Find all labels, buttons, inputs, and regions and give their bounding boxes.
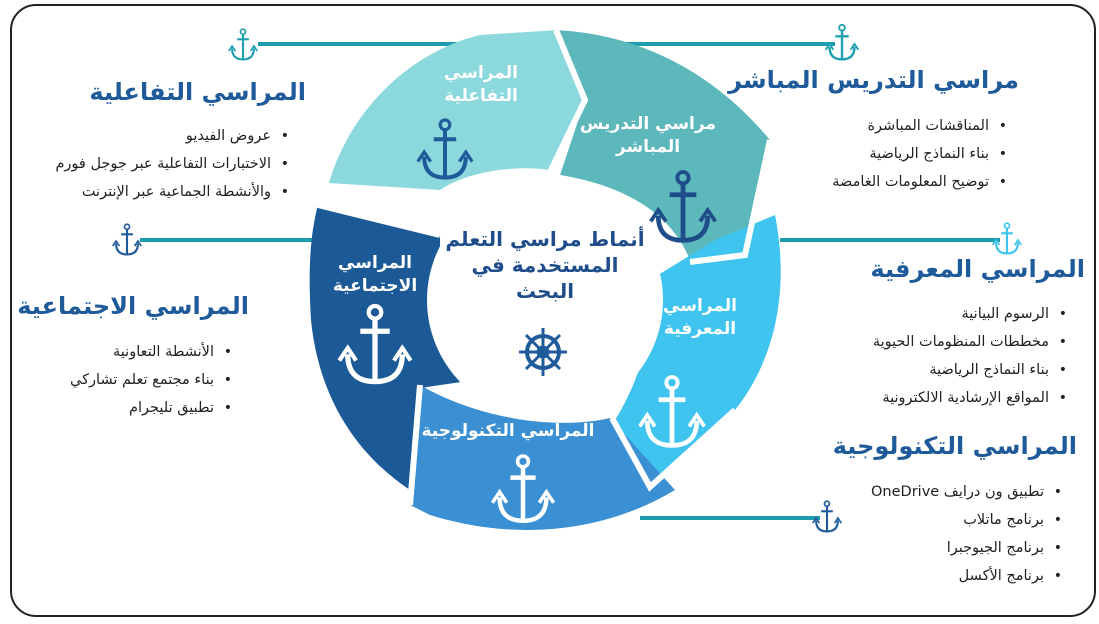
center-title-line3: البحث — [515, 279, 575, 303]
segment-label-line: المباشر — [615, 137, 681, 157]
heading-interactive: المراسي التفاعلية — [89, 78, 306, 106]
segment-interactive — [329, 30, 583, 190]
heading-cognitive: المراسي المعرفية — [870, 255, 1085, 283]
list-interactive: عروض الفيديو الاختبارات التفاعلية عبر جو… — [55, 122, 291, 206]
list-item: عروض الفيديو — [55, 122, 291, 150]
list-item: بناء النماذج الرياضية — [873, 356, 1069, 384]
heading-direct: مراسي التدريس المباشر — [728, 66, 1019, 94]
list-item: الأنشطة التعاونية — [70, 338, 234, 366]
segment-label-line: المراسي — [338, 253, 412, 273]
list-item: برنامج ماتلاب — [871, 506, 1064, 534]
list-item: توضيح المعلومات الغامضة — [832, 168, 1009, 196]
list-item: برنامج الجيوجبرا — [871, 534, 1064, 562]
center-title-line2: المستخدمة في — [471, 253, 619, 277]
center-circle — [427, 182, 663, 418]
segment-label-line: الاجتماعية — [332, 276, 418, 296]
segment-label-line: التفاعلية — [444, 86, 518, 106]
list-item: تطبيق ون درايف OneDrive — [871, 478, 1064, 506]
list-item: تطبيق تليجرام — [70, 394, 234, 422]
anchor-icon-top-left — [227, 28, 259, 61]
segment-label-line: المراسي — [663, 296, 737, 316]
list-item: بناء مجتمع تعلم تشاركي — [70, 366, 234, 394]
segment-label-interactive: المراسي التفاعلية — [416, 62, 546, 108]
list-direct: المناقشات المباشرة بناء النماذج الرياضية… — [832, 112, 1009, 196]
segment-label-social: المراسي الاجتماعية — [315, 252, 435, 298]
list-item: مخططات المنظومات الحيوية — [873, 328, 1069, 356]
list-cognitive: الرسوم البيانية مخططات المنظومات الحيوية… — [873, 300, 1069, 412]
list-social: الأنشطة التعاونية بناء مجتمع تعلم تشاركي… — [70, 338, 234, 422]
list-item: المواقع الإرشادية الالكترونية — [873, 384, 1069, 412]
segment-technological — [410, 385, 675, 530]
list-item: برنامج الأكسل — [871, 562, 1064, 590]
segment-direct — [556, 30, 770, 260]
segment-label-line: مراسي التدريس — [580, 114, 716, 134]
heading-social: المراسي الاجتماعية — [17, 292, 249, 320]
segment-label-line: المعرفية — [663, 319, 737, 339]
list-item: المناقشات المباشرة — [832, 112, 1009, 140]
list-item: الاختبارات التفاعلية عبر جوجل فورم — [55, 150, 291, 178]
list-item: والأنشطة الجماعية عبر الإنترنت — [55, 178, 291, 206]
segment-label-technological: المراسي التكنولوجية — [418, 420, 598, 443]
segment-label-line: المراسي التكنولوجية — [421, 421, 595, 441]
segment-label-cognitive: المراسي المعرفية — [640, 295, 760, 341]
heading-technological: المراسي التكنولوجية — [832, 432, 1077, 460]
list-technological: تطبيق ون درايف OneDrive برنامج ماتلاب بر… — [871, 478, 1064, 590]
list-item: بناء النماذج الرياضية — [832, 140, 1009, 168]
center-title: أنماط مراسي التعلم المستخدمة في البحث — [438, 226, 652, 304]
segment-label-direct: مراسي التدريس المباشر — [578, 113, 718, 159]
center-title-line1: أنماط مراسي التعلم — [445, 227, 645, 251]
segment-label-line: المراسي — [444, 63, 518, 83]
list-item: الرسوم البيانية — [873, 300, 1069, 328]
ship-wheel-icon — [519, 328, 567, 376]
anchor-icon-middle-left — [111, 223, 143, 256]
